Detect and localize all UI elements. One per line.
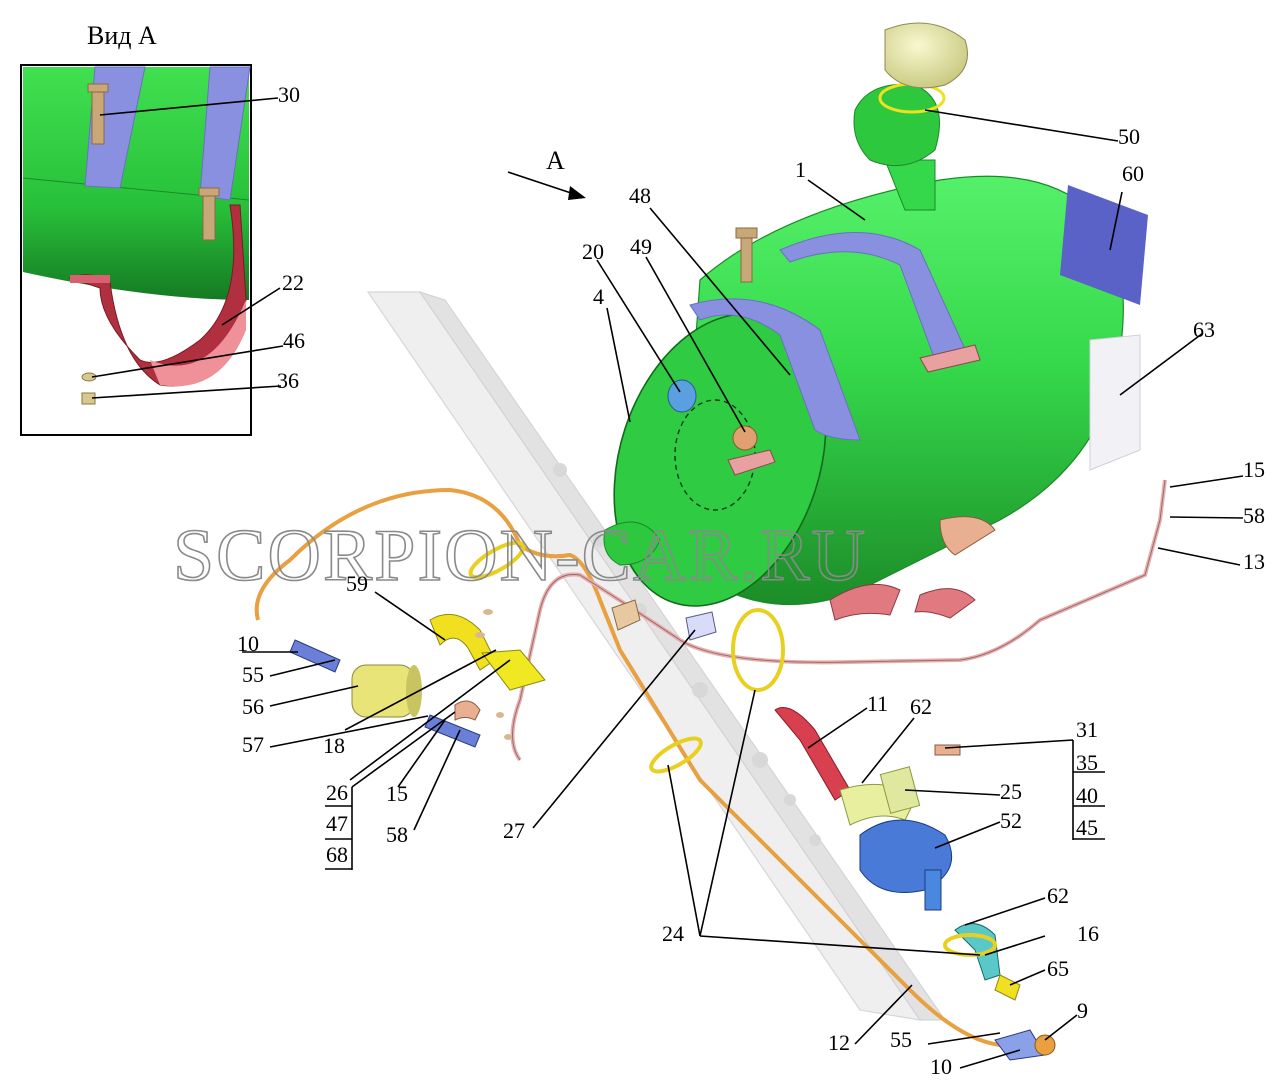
label-59: 59 xyxy=(346,571,368,596)
label-10-left: 10 xyxy=(237,631,259,656)
label-13: 13 xyxy=(1243,549,1265,574)
view-arrow-label: А xyxy=(546,146,565,175)
label-65: 65 xyxy=(1047,956,1069,981)
label-48: 48 xyxy=(629,183,651,208)
leader-lines xyxy=(91,97,1244,1069)
inset-title: Вид А xyxy=(87,21,157,50)
frame-rail xyxy=(366,291,946,1021)
label-10-lower: 10 xyxy=(930,1054,952,1079)
label-16: 16 xyxy=(1077,921,1099,946)
label-31: 31 xyxy=(1076,717,1098,742)
label-25: 25 xyxy=(1000,779,1022,804)
fine-filter-assembly xyxy=(611,599,1056,1061)
label-45: 45 xyxy=(1076,815,1098,840)
label-4: 4 xyxy=(593,284,604,309)
label-9: 9 xyxy=(1077,998,1088,1023)
label-55-lower: 55 xyxy=(890,1027,912,1052)
label-15-right: 15 xyxy=(1243,457,1265,482)
label-20: 20 xyxy=(582,239,604,264)
pre-filter-assembly xyxy=(289,609,546,748)
label-24: 24 xyxy=(662,921,684,946)
label-15-left: 15 xyxy=(386,781,408,806)
watermark: SCORPION-CAR.RU xyxy=(173,515,867,597)
label-50: 50 xyxy=(1118,124,1140,149)
label-26: 26 xyxy=(326,780,348,805)
fuel-tank xyxy=(603,22,1124,621)
inset-view-a: Вид А xyxy=(20,21,252,436)
label-55-left: 55 xyxy=(242,662,264,687)
label-62-upper: 62 xyxy=(910,694,932,719)
label-49: 49 xyxy=(630,234,652,259)
label-57: 57 xyxy=(242,732,264,757)
label-22: 22 xyxy=(282,270,304,295)
label-60: 60 xyxy=(1122,161,1144,186)
mounting-bracket xyxy=(1089,334,1141,471)
label-12: 12 xyxy=(828,1030,850,1055)
label-36: 36 xyxy=(277,368,299,393)
label-11: 11 xyxy=(867,691,888,716)
label-56: 56 xyxy=(242,694,264,719)
label-27: 27 xyxy=(503,818,525,843)
label-plate xyxy=(1060,185,1148,305)
label-46: 46 xyxy=(283,328,305,353)
label-40: 40 xyxy=(1076,783,1098,808)
label-58-right: 58 xyxy=(1243,503,1265,528)
label-63: 63 xyxy=(1193,317,1215,342)
label-58-left: 58 xyxy=(386,822,408,847)
label-47: 47 xyxy=(326,811,348,836)
label-35: 35 xyxy=(1076,750,1098,775)
label-30: 30 xyxy=(278,82,300,107)
label-68: 68 xyxy=(326,842,348,867)
label-1: 1 xyxy=(795,157,806,182)
label-18: 18 xyxy=(323,733,345,758)
label-62-lower: 62 xyxy=(1047,883,1069,908)
part-labels: А 30 22 46 36 50 1 60 48 20 49 4 63 15 5… xyxy=(237,82,1265,1079)
label-52: 52 xyxy=(1000,808,1022,833)
